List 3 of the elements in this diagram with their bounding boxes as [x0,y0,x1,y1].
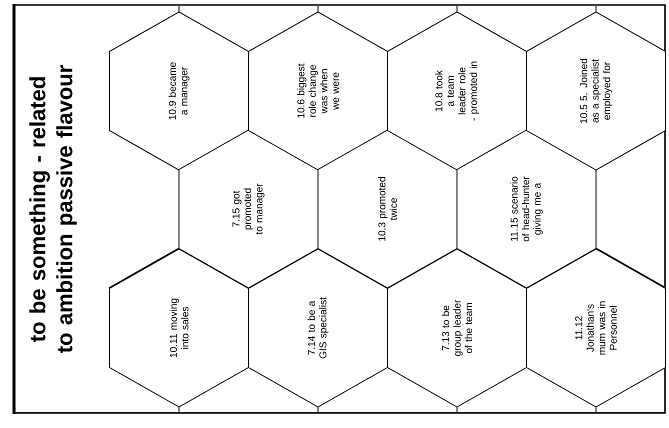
node-label: 11.12 Jonathan's mum was in Personnel [575,301,617,355]
node-label: 10.5 5. Joined as a specialist employed for [580,58,612,124]
title: to be something - related to ambition passive flavour [29,65,77,353]
